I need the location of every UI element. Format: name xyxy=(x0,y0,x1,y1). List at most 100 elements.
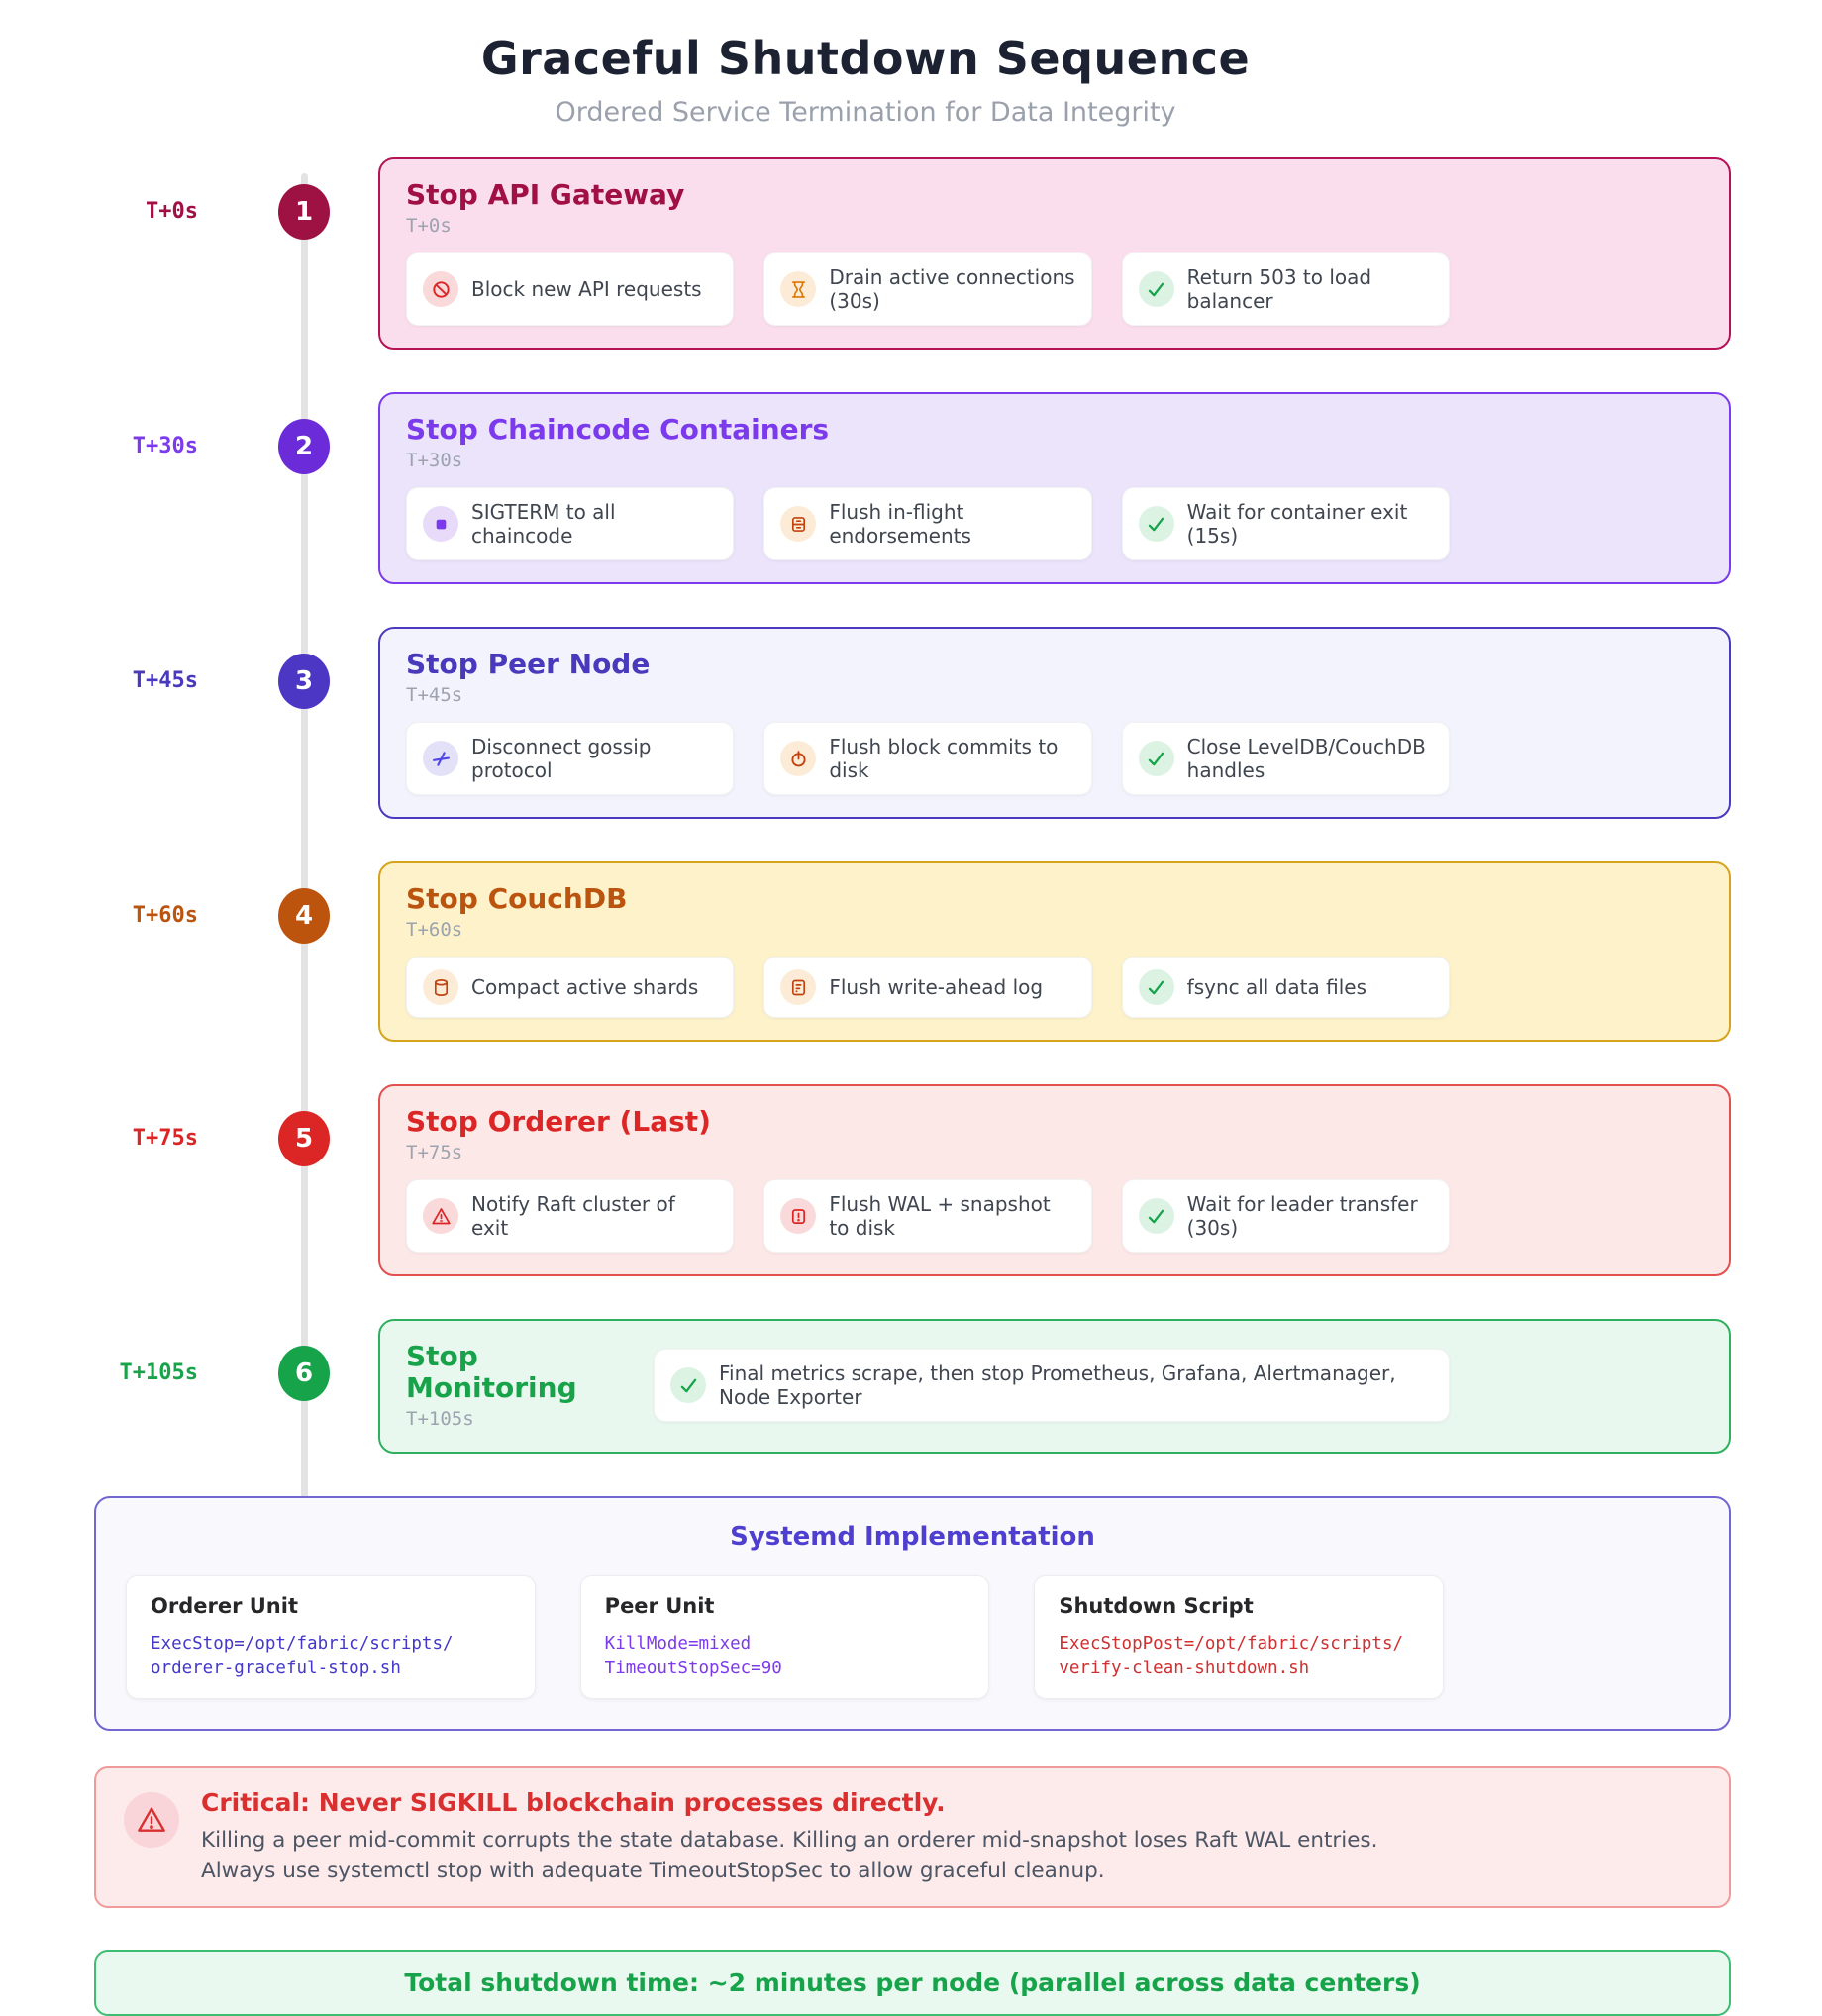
systemd-card-shutdown-script: Shutdown Script ExecStopPost=/opt/fabric… xyxy=(1034,1575,1445,1699)
step-item-label: Block new API requests xyxy=(471,277,702,301)
warning-triangle-icon xyxy=(423,1198,458,1234)
step-title: Stop API Gateway xyxy=(406,178,685,211)
step-title: Stop CouchDB xyxy=(406,882,628,915)
timeline-time-label: T+105s xyxy=(119,1360,198,1385)
step-item: Wait for container exit (15s) xyxy=(1121,487,1450,560)
step-item: Block new API requests xyxy=(406,252,735,326)
step-time: T+45s xyxy=(406,684,463,706)
step-item-label: Flush in-flight endorsements xyxy=(829,500,971,548)
critical-warning-banner: Critical: Never SIGKILL blockchain proce… xyxy=(94,1766,1731,1909)
step-item: Disconnect gossip protocol xyxy=(406,722,735,795)
check-icon xyxy=(1138,741,1174,776)
step-items: Notify Raft cluster of exit Flush WAL + … xyxy=(406,1179,1450,1253)
step-number-badge: 6 xyxy=(278,1346,330,1401)
step-item-label: fsync all data files xyxy=(1186,975,1366,999)
timeline-time-label: T+0s xyxy=(146,198,198,224)
database-icon xyxy=(423,969,458,1005)
step-row-orderer: T+75s 5 Stop Orderer (Last) T+75s Notify… xyxy=(0,1084,1731,1276)
timeline-time-label: T+60s xyxy=(132,902,198,928)
systemd-card-code: KillMode=mixed TimeoutStopSec=90 xyxy=(604,1634,782,1678)
step-item: Final metrics scrape, then stop Promethe… xyxy=(654,1349,1450,1422)
warning-body-line: Always use systemctl stop with adequate … xyxy=(201,1858,1105,1883)
step-row-couchdb: T+60s 4 Stop CouchDB T+60s Compact activ… xyxy=(0,861,1731,1042)
systemd-card-title: Peer Unit xyxy=(604,1594,715,1618)
step-items: Disconnect gossip protocol Flush block c… xyxy=(406,722,1450,795)
warning-text-block: Critical: Never SIGKILL blockchain proce… xyxy=(201,1788,1377,1886)
step-time: T+60s xyxy=(406,919,463,941)
step-item-label: Wait for leader transfer (30s) xyxy=(1186,1192,1418,1240)
step-item-label: Return 503 to load balancer xyxy=(1186,265,1372,313)
systemd-title: Systemd Implementation xyxy=(730,1522,1095,1552)
step-item: Flush WAL + snapshot to disk xyxy=(763,1179,1092,1253)
step-number-badge: 1 xyxy=(278,184,330,240)
total-time-text: Total shutdown time: ~2 minutes per node… xyxy=(404,1968,1421,1998)
step-item-label: Flush write-ahead log xyxy=(829,975,1044,999)
step-item-label: Drain active connections (30s) xyxy=(829,265,1075,313)
timeline-steps: T+0s 1 Stop API Gateway T+0s Block new A… xyxy=(0,157,1731,1454)
warning-title: Critical: Never SIGKILL blockchain proce… xyxy=(201,1788,946,1817)
step-item: Wait for leader transfer (30s) xyxy=(1121,1179,1450,1253)
step-title: Stop Chaincode Containers xyxy=(406,413,830,446)
step-item-label: Close LevelDB/CouchDB handles xyxy=(1186,735,1426,782)
warning-body: Killing a peer mid-commit corrupts the s… xyxy=(201,1826,1377,1886)
step-number-badge: 5 xyxy=(278,1111,330,1166)
systemd-card-title: Shutdown Script xyxy=(1059,1594,1254,1618)
stop-square-icon xyxy=(423,506,458,542)
timeline-gutter: T+45s 3 xyxy=(0,627,342,736)
timeline-gutter: T+75s 5 xyxy=(0,1084,342,1193)
check-icon xyxy=(1138,969,1174,1005)
systemd-card-title: Orderer Unit xyxy=(151,1594,298,1618)
systemd-cards: Orderer Unit ExecStop=/opt/fabric/script… xyxy=(126,1575,1445,1699)
check-icon xyxy=(670,1367,706,1403)
step-item-label: Compact active shards xyxy=(471,975,699,999)
step-title: Stop Monitoring xyxy=(406,1340,577,1404)
warning-triangle-icon xyxy=(124,1792,179,1848)
step-item-label: Disconnect gossip protocol xyxy=(471,735,652,782)
timeline-gutter: T+0s 1 xyxy=(0,157,342,266)
check-icon xyxy=(1138,506,1174,542)
step-card: Stop CouchDB T+60s Compact active shards… xyxy=(378,861,1731,1042)
total-time-banner: Total shutdown time: ~2 minutes per node… xyxy=(94,1950,1731,2016)
disconnect-icon xyxy=(423,741,458,776)
step-item: Drain active connections (30s) xyxy=(763,252,1092,326)
step-items: Compact active shards Flush write-ahead … xyxy=(406,957,1450,1018)
step-item-label: Flush WAL + snapshot to disk xyxy=(829,1192,1051,1240)
step-card: Stop Chaincode Containers T+30s SIGTERM … xyxy=(378,392,1731,584)
step-title-block: Stop Monitoring T+105s xyxy=(406,1340,654,1431)
step-card: Stop Monitoring T+105s Final metrics scr… xyxy=(378,1319,1731,1454)
timeline-gutter: T+30s 2 xyxy=(0,392,342,501)
step-item-label: Wait for container exit (15s) xyxy=(1186,500,1408,548)
step-time: T+0s xyxy=(406,215,452,237)
step-item-label: Final metrics scrape, then stop Promethe… xyxy=(719,1361,1396,1409)
step-card: Stop API Gateway T+0s Block new API requ… xyxy=(378,157,1731,350)
step-item: Compact active shards xyxy=(406,957,735,1018)
step-item-label: Flush block commits to disk xyxy=(829,735,1059,782)
step-number-badge: 3 xyxy=(278,654,330,709)
hourglass-icon xyxy=(780,271,817,307)
timeline-gutter: T+60s 4 xyxy=(0,861,342,970)
page-subtitle: Ordered Service Termination for Data Int… xyxy=(555,97,1176,128)
step-item: Return 503 to load balancer xyxy=(1121,252,1450,326)
step-items: Block new API requests Drain active conn… xyxy=(406,252,1450,326)
step-number-badge: 2 xyxy=(278,419,330,474)
step-item: SIGTERM to all chaincode xyxy=(406,487,735,560)
step-item: Close LevelDB/CouchDB handles xyxy=(1121,722,1450,795)
step-row-chaincode: T+30s 2 Stop Chaincode Containers T+30s … xyxy=(0,392,1731,584)
systemd-card-peer-unit: Peer Unit KillMode=mixed TimeoutStopSec=… xyxy=(579,1575,990,1699)
step-time: T+105s xyxy=(406,1408,474,1430)
step-item: Notify Raft cluster of exit xyxy=(406,1179,735,1253)
step-card: Stop Orderer (Last) T+75s Notify Raft cl… xyxy=(378,1084,1731,1276)
step-title: Stop Peer Node xyxy=(406,648,651,680)
systemd-card-code: ExecStop=/opt/fabric/scripts/ orderer-gr… xyxy=(151,1634,454,1678)
check-icon xyxy=(1138,1198,1174,1234)
systemd-card-orderer-unit: Orderer Unit ExecStop=/opt/fabric/script… xyxy=(126,1575,536,1699)
step-item: Flush write-ahead log xyxy=(763,957,1092,1018)
step-item: fsync all data files xyxy=(1121,957,1450,1018)
step-title: Stop Orderer (Last) xyxy=(406,1105,711,1138)
header: Graceful Shutdown Sequence Ordered Servi… xyxy=(0,0,1731,128)
step-item: Flush in-flight endorsements xyxy=(763,487,1092,560)
warning-body-line: Killing a peer mid-commit corrupts the s… xyxy=(201,1828,1378,1853)
timeline-time-label: T+45s xyxy=(132,667,198,693)
check-icon xyxy=(1138,271,1174,307)
step-items: SIGTERM to all chaincode Flush in-flight… xyxy=(406,487,1450,560)
